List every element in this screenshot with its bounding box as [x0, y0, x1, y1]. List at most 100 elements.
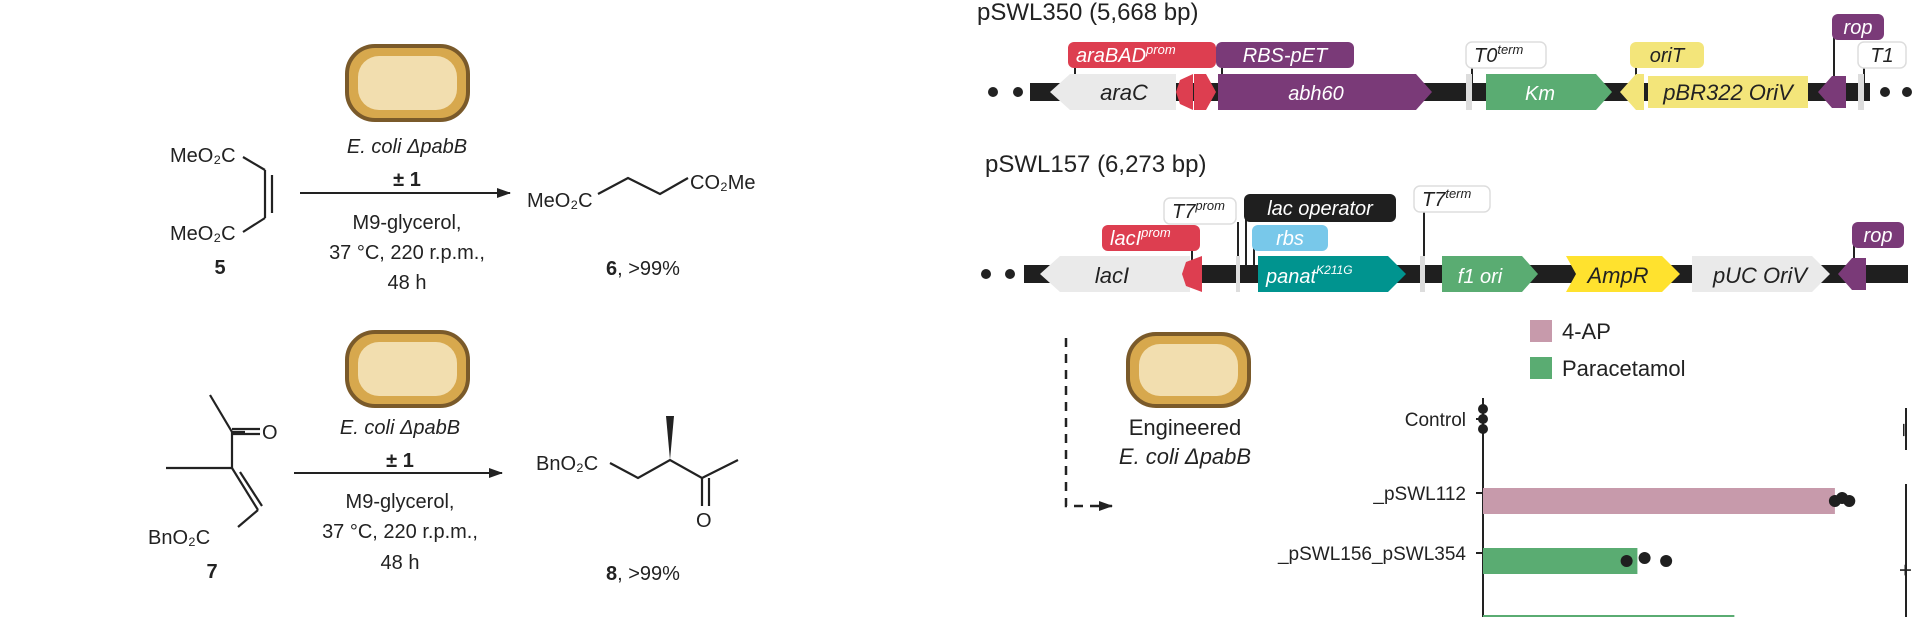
km-label: Km [1525, 83, 1555, 105]
laci-label: lacI [1095, 263, 1129, 288]
arabad-promoter-right [1194, 74, 1216, 110]
arabad-label: araBADprom [1076, 42, 1176, 67]
rop-label-1: rop [1844, 17, 1873, 39]
plasmid-1-title: pSWL350 (5,668 bp) [977, 0, 1198, 26]
strain-label-2: E. coli ΔpabB [340, 417, 460, 439]
data-point [1478, 424, 1488, 434]
arabad-promoter-left [1176, 74, 1193, 110]
product-8-yield: , >99% [617, 563, 680, 585]
map-ellipsis-dot [1005, 269, 1015, 279]
category-labels: Control_pSWL112_pSWL156_pSWL354 [1277, 410, 1483, 565]
legend-swatch-4ap [1530, 320, 1552, 342]
data-point [1478, 414, 1488, 424]
group-label-minus: – [1893, 424, 1918, 437]
feature-label-orit: oriT [1630, 42, 1704, 83]
bar-4ap [1483, 488, 1835, 514]
time-label-2: 48 h [381, 552, 420, 574]
product-6-yield: , >99% [617, 258, 680, 280]
product-6-right: CO₂Me [690, 172, 756, 194]
pbr322-origin [1648, 76, 1808, 108]
plasmid-2-title: pSWL157 (6,273 bp) [985, 151, 1206, 178]
ampr-gene [1566, 256, 1680, 292]
engineered-strain-label: E. coli ΔpabB [1119, 444, 1251, 469]
rbs-label: rbs [1276, 228, 1304, 250]
map-ellipsis-dot [981, 269, 991, 279]
reactant-5-ester-bottom: MeO₂C [170, 223, 236, 245]
orit-feature [1620, 74, 1644, 110]
product-8-oxygen: O [696, 510, 712, 532]
t7-promoter-mark [1236, 256, 1240, 292]
abh60-label: abh60 [1288, 83, 1344, 105]
abh60-gene [1218, 74, 1432, 110]
bar-chart: 4-AP Paracetamol – + Control_pSWL112_pSW… [1277, 319, 1918, 617]
ampr-label: AmpR [1585, 263, 1648, 288]
rbs-pet-label: RBS-pET [1243, 45, 1329, 67]
feature-label-rbs: rbs [1252, 225, 1328, 265]
additive-label-2: ± 1 [386, 450, 414, 472]
legend-label-4ap: 4-AP [1562, 319, 1611, 344]
map-ellipsis-dot [988, 87, 998, 97]
cell-icon-1 [345, 44, 470, 122]
rop-gene-2 [1838, 258, 1866, 290]
chart-bars [1483, 488, 1835, 617]
product-8-caption: 8, >99% [606, 563, 680, 585]
conditions-label-1: 37 °C, 220 r.p.m., [329, 242, 485, 264]
dashed-arrow [1064, 338, 1113, 511]
data-point [1478, 404, 1488, 414]
medium-label-2: M9-glycerol, [346, 491, 455, 513]
f1-origin [1442, 256, 1538, 292]
feature-label-t0: T0term [1465, 41, 1547, 83]
feature-label-lac-operator: lac operator [1244, 194, 1396, 265]
medium-label-1: M9-glycerol, [353, 212, 462, 234]
map-ellipsis-dot [1880, 87, 1890, 97]
f1-label: f1 ori [1458, 266, 1503, 288]
reactant-5-bonds [242, 156, 274, 233]
reactant-5-ester-top: MeO₂C [170, 145, 236, 167]
feature-label-t7prom: T7prom [1163, 197, 1239, 265]
t0-terminator [1466, 74, 1472, 110]
engineered-label: Engineered [1129, 415, 1242, 440]
map-ellipsis-dot [1013, 87, 1023, 97]
strain-label-1: E. coli ΔpabB [347, 136, 467, 158]
panat-gene [1258, 256, 1406, 292]
cell-icon-2 [345, 330, 470, 408]
plasmid-pswl350: pSWL350 (5,668 bp) araBADprom RBS-pET T0… [977, 0, 1912, 110]
rop-label-2: rop [1864, 225, 1893, 247]
engineered-strain: Engineered E. coli ΔpabB [1064, 332, 1251, 511]
additive-label-1: ± 1 [393, 169, 421, 191]
arac-label: araC [1100, 80, 1148, 105]
feature-label-rop-2: rop [1852, 222, 1904, 265]
product-8-left: BnO₂C [536, 453, 598, 475]
data-point [1620, 555, 1633, 567]
panat-label: panatK211G [1265, 263, 1353, 288]
reactant-7-ester: BnO₂C [148, 527, 210, 549]
feature-label-laci-prom: lacIprom [1102, 225, 1200, 265]
pbr322-label: pBR322 OriV [1662, 80, 1795, 105]
product-8-id: 8 [606, 563, 617, 585]
t0-label: T0term [1474, 42, 1524, 67]
product-6-left: MeO₂C [527, 190, 593, 212]
feature-label-t7term: T7term [1413, 185, 1491, 265]
data-point [1843, 495, 1856, 507]
rop-gene-1 [1818, 76, 1846, 108]
product-6-caption: 6, >99% [606, 258, 680, 280]
map-ellipsis-dot [1902, 87, 1912, 97]
lac-operator-label: lac operator [1267, 198, 1374, 220]
laci-gene [1040, 256, 1190, 292]
km-gene [1486, 74, 1612, 110]
puc-origin [1692, 256, 1830, 292]
product-8-bonds [609, 416, 739, 506]
group-label-plus: + [1893, 564, 1918, 577]
time-label-1: 48 h [388, 272, 427, 294]
category-label: _pSWL112 [1372, 484, 1466, 505]
bar-paracetamol [1483, 548, 1638, 574]
t7-terminator [1420, 256, 1425, 292]
chart-legend: 4-AP Paracetamol [1530, 319, 1686, 381]
t1-label: T1 [1870, 45, 1893, 67]
reaction-1: MeO₂C MeO₂C 5 E. coli ΔpabB ± 1 M9-glyce… [170, 44, 756, 294]
t1-terminator [1858, 74, 1864, 110]
t7prom-label: T7prom [1172, 198, 1225, 223]
reactant-7-oxygen: O [262, 422, 278, 444]
data-point [1660, 555, 1673, 567]
